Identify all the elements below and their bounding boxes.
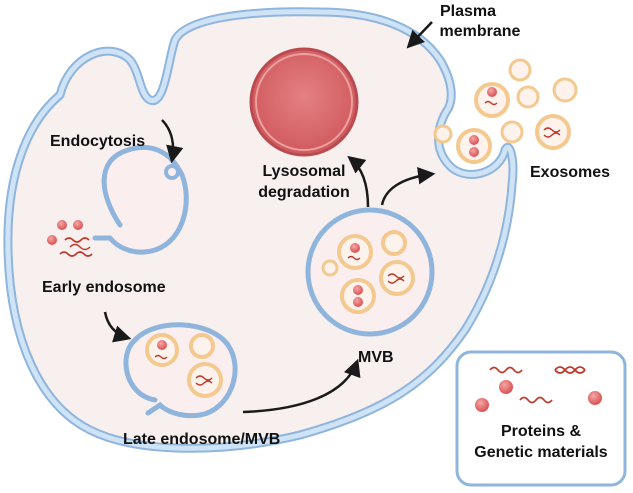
- exosomes: [433, 58, 578, 164]
- protein-dot: [57, 220, 67, 230]
- protein-legend-icon: [475, 398, 489, 412]
- arrow-mvb-to-exosome: [380, 167, 436, 206]
- label-late-endosome: Late endosome/MVB: [123, 431, 280, 448]
- early-endosome: [47, 144, 189, 257]
- arrow-plasma: [406, 21, 433, 49]
- rna-strand: [64, 237, 90, 243]
- label-plasma-membrane-1: Plasma: [440, 3, 496, 20]
- label-endocytosis: Endocytosis: [50, 133, 145, 150]
- label-exosomes: Exosomes: [530, 164, 610, 181]
- dna-legend-icon-b: [554, 366, 586, 374]
- rna-legend-icon: [519, 396, 553, 404]
- protein-dot: [47, 235, 57, 245]
- label-lysosomal-2: degradation: [258, 184, 350, 201]
- arrow-early-to-late: [103, 311, 132, 343]
- arrow-late-to-mvb: [242, 358, 361, 414]
- lysosome: [249, 47, 359, 157]
- protein-legend-icon: [588, 391, 602, 405]
- legend-label-2: Genetic materials: [474, 444, 608, 461]
- plasma-membrane-inner-edge: [5, 9, 516, 451]
- rna-strand: [59, 251, 93, 257]
- label-lysosomal-1: Lysosomal: [263, 163, 346, 180]
- label-mvb: MVB: [358, 349, 394, 366]
- label-early-endosome: Early endosome: [42, 279, 166, 296]
- protein-legend-icon: [499, 380, 513, 394]
- rna-legend-icon: [489, 366, 523, 374]
- dna-strand: [69, 243, 91, 251]
- protein-dot: [73, 220, 83, 230]
- label-plasma-membrane-2: membrane: [440, 23, 521, 40]
- lysosome-inner-ring: [255, 53, 353, 151]
- arrow-mvb-to-lysosome: [347, 155, 370, 208]
- dna-legend-icon: [554, 366, 586, 374]
- arrow-endocytosis: [161, 119, 184, 164]
- late-endosome: [123, 322, 238, 419]
- legend-label-1: Proteins &: [501, 423, 581, 440]
- legend-box: Proteins & Genetic materials: [455, 350, 627, 487]
- mvb: [305, 207, 435, 337]
